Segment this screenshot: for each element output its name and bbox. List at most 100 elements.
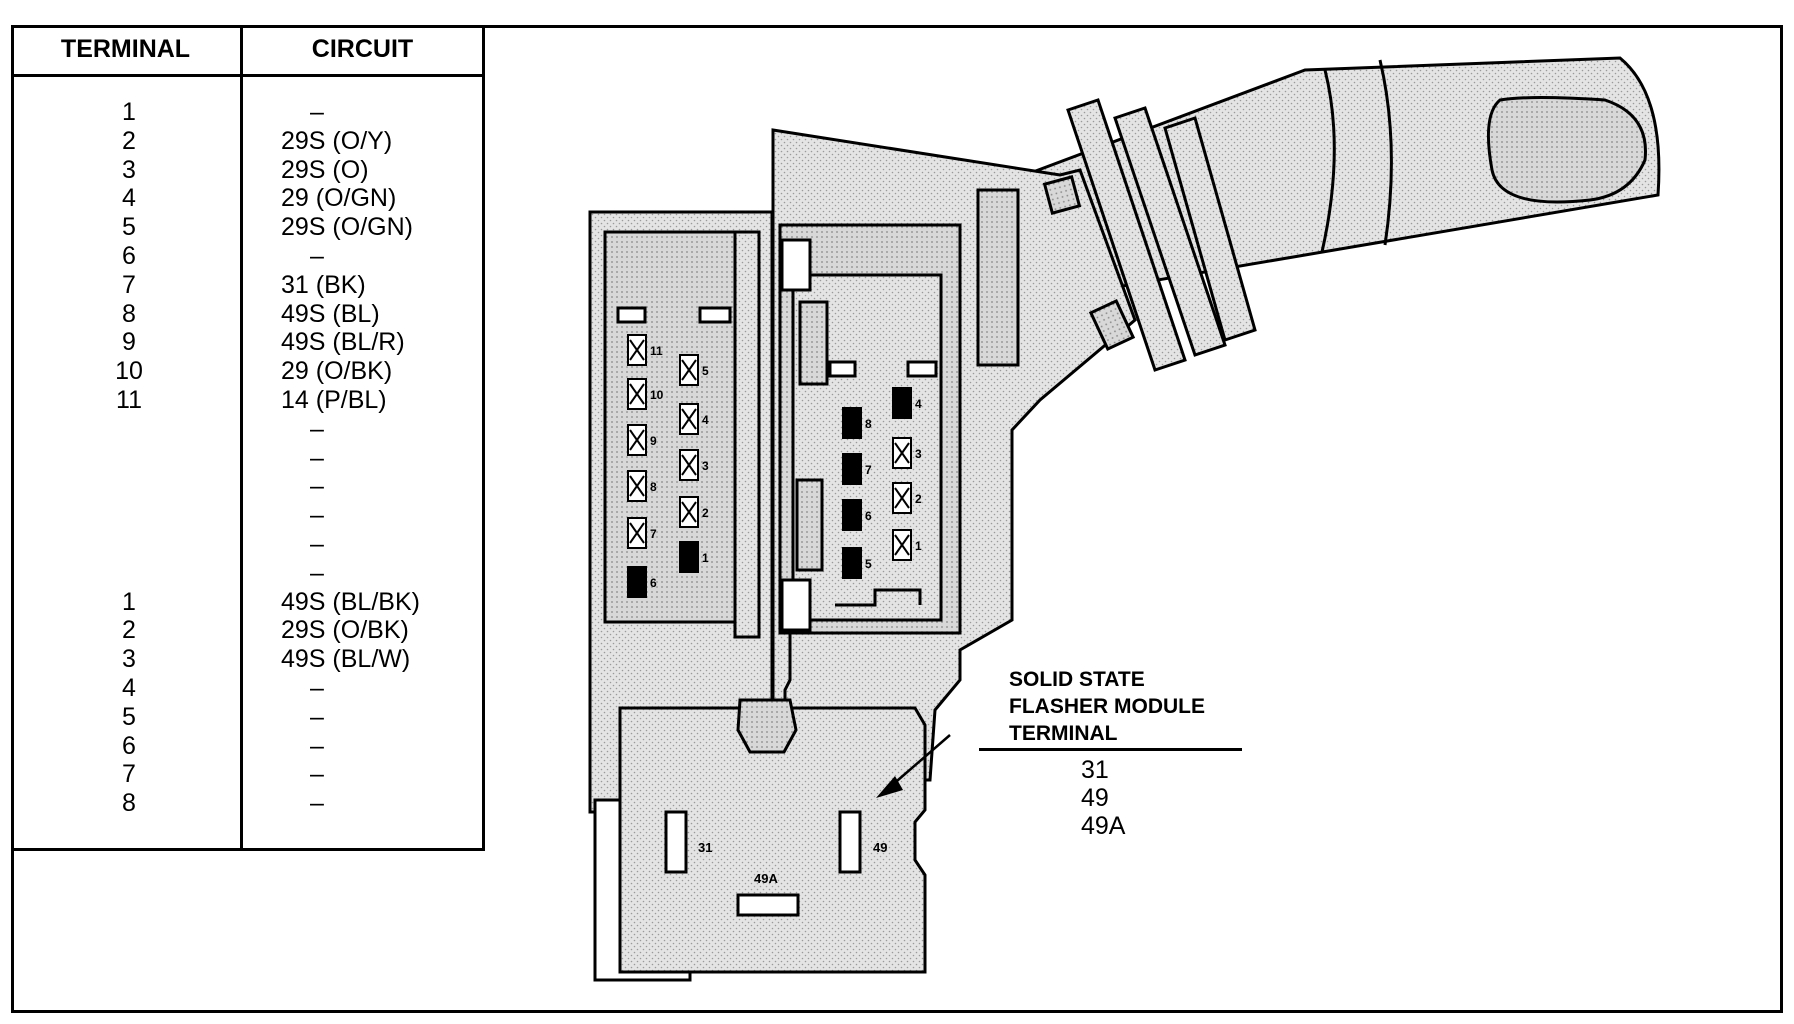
- terminal-cell: 5: [122, 702, 136, 731]
- circuit-cell: 49S (BL/R): [281, 328, 405, 357]
- pin-number-label: 9: [650, 434, 657, 448]
- terminal-cell: 2: [122, 126, 136, 155]
- right-connector-pin: [842, 499, 862, 531]
- pin-number-label: 1: [702, 551, 709, 565]
- right-connector-pin: [842, 453, 862, 485]
- circuit-column-header: CIRCUIT: [311, 35, 414, 63]
- terminal-cell: 8: [122, 299, 136, 328]
- pin-number-label: 7: [865, 463, 872, 477]
- circuit-cell: 29 (O/BK): [281, 357, 393, 386]
- stalk-collars: [1066, 98, 1257, 372]
- terminal-cell: 10: [115, 357, 143, 386]
- left-connector-pin: [679, 403, 699, 435]
- circuit-cell: –: [310, 472, 324, 501]
- circuit-cell: –: [310, 731, 324, 760]
- circuit-cell: –: [310, 443, 324, 472]
- circuit-column: –29S (O/Y)29S (O)29 (O/GN)29S (O/GN)–31 …: [281, 98, 481, 818]
- right-connector-pin: [892, 437, 912, 469]
- pin-number-label: 6: [650, 576, 657, 590]
- circuit-cell: 49S (BL/W): [281, 645, 411, 674]
- right-connector-pin: [892, 387, 912, 419]
- terminal-cell: 3: [122, 155, 136, 184]
- left-connector-pin: [627, 517, 647, 549]
- pin-number-label: 11: [650, 344, 663, 358]
- terminal-cell: 8: [122, 789, 136, 818]
- pin-number-label: 4: [915, 397, 922, 411]
- flasher-terminal-value: 49A: [1081, 812, 1126, 840]
- flasher-terminal-value: 49: [1081, 784, 1109, 812]
- flasher-caption-underline: [979, 748, 1242, 751]
- circuit-cell: –: [310, 789, 324, 818]
- terminal-cell: 1: [122, 587, 136, 616]
- connector-pins: [627, 334, 912, 598]
- terminal-cell: 1: [122, 98, 136, 126]
- circuit-cell: –: [310, 702, 324, 731]
- table-header-divider: [11, 74, 482, 77]
- pin-number-label: 3: [915, 447, 922, 461]
- right-connector: [778, 223, 962, 710]
- circuit-cell: –: [310, 558, 324, 587]
- circuit-cell: 29S (O/Y): [281, 126, 393, 155]
- module-terminal-label-49a: 49A: [754, 871, 778, 886]
- circuit-cell: –: [310, 414, 324, 443]
- circuit-cell: 14 (P/BL): [281, 385, 387, 414]
- pin-number-label: 2: [702, 506, 709, 520]
- circuit-cell: –: [310, 760, 324, 789]
- flasher-caption-line2: FLASHER MODULE: [1009, 695, 1205, 718]
- circuit-cell: –: [310, 673, 324, 702]
- circuit-cell: –: [310, 501, 324, 530]
- flasher-caption-line1: SOLID STATE: [1009, 668, 1145, 691]
- circuit-cell: –: [310, 241, 324, 270]
- flasher-module-caption: SOLID STATE FLASHER MODULE TERMINAL: [1009, 666, 1205, 747]
- left-connector-pin: [679, 354, 699, 386]
- pin-number-label: 3: [702, 459, 709, 473]
- left-connector-pin: [627, 378, 647, 410]
- right-connector-pin: [842, 407, 862, 439]
- right-connector-pin: [842, 547, 862, 579]
- pin-number-label: 2: [915, 492, 922, 506]
- terminal-cell: 4: [122, 184, 136, 213]
- terminal-cell: 9: [122, 328, 136, 357]
- pin-number-label: 10: [650, 388, 664, 402]
- left-connector-pin: [679, 541, 699, 573]
- table-column-divider: [240, 25, 243, 848]
- terminal-cell: 6: [122, 241, 136, 270]
- pointer-arrow: [876, 734, 951, 798]
- flasher-caption-line3: TERMINAL: [1009, 722, 1118, 745]
- circuit-cell: 49S (BL/BK): [281, 587, 420, 616]
- terminal-cell: 6: [122, 731, 136, 760]
- flasher-module: [593, 698, 927, 982]
- right-connector-pin: [892, 529, 912, 561]
- circuit-cell: –: [310, 529, 324, 558]
- connector-pin-labels: 11 10 9 8 7 6 5 4 3 2 1 8 7 6 5 4 3 2 1: [650, 344, 922, 590]
- flasher-terminal-value: 31: [1081, 756, 1109, 784]
- terminal-column-header: TERMINAL: [60, 35, 191, 63]
- terminal-cell: 7: [122, 270, 136, 299]
- circuit-cell: 29S (O/BK): [281, 616, 409, 645]
- pin-number-label: 5: [865, 557, 872, 571]
- terminal-cell: 3: [122, 645, 136, 674]
- pin-number-label: 6: [865, 509, 872, 523]
- circuit-cell: 31 (BK): [281, 270, 366, 299]
- pin-number-label: 4: [702, 413, 709, 427]
- pin-number-label: 7: [650, 527, 657, 541]
- terminal-cell: 5: [122, 213, 136, 242]
- left-connector-pin: [679, 496, 699, 528]
- left-connector-pin: [679, 449, 699, 481]
- pin-number-label: 8: [865, 417, 872, 431]
- terminal-cell: 7: [122, 760, 136, 789]
- left-connector-pin: [627, 334, 647, 366]
- right-connector-pin: [892, 482, 912, 514]
- pin-number-label: 8: [650, 480, 657, 494]
- pin-number-label: 5: [702, 364, 709, 378]
- terminal-cell: 2: [122, 616, 136, 645]
- circuit-cell: 49S (BL): [281, 299, 380, 328]
- left-connector-pin: [627, 470, 647, 502]
- circuit-cell: 29S (O/GN): [281, 213, 413, 242]
- terminal-cell: 4: [122, 673, 136, 702]
- circuit-cell: 29 (O/GN): [281, 184, 397, 213]
- pin-number-label: 1: [915, 539, 922, 553]
- left-connector-pin: [627, 566, 647, 598]
